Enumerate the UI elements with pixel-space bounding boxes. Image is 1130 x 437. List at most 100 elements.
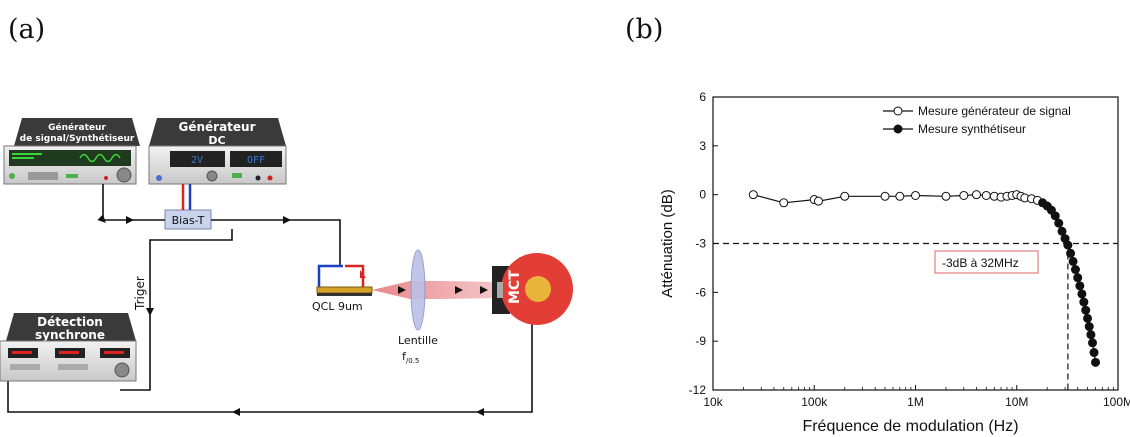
dc-generator-top [149,118,286,146]
data-point-filled [1089,348,1099,358]
data-point-filled [1077,289,1087,299]
qcl: QCL 9um [312,264,373,313]
arrow-icon [126,216,134,224]
knob-icon [114,362,130,378]
legend-marker [893,124,903,134]
status-led [232,173,242,178]
knob-icon [206,170,218,182]
arrow-icon [398,286,406,294]
output-jack-icon [104,176,108,180]
legend-marker [893,106,903,116]
legend-label: Mesure générateur de signal [918,104,1071,118]
data-point-open [880,191,890,201]
x-tick-label: 10M [1005,395,1028,409]
wire-generator-to-bias-t [97,184,165,223]
data-point-filled [1054,218,1064,228]
terminal-icon [255,175,261,181]
lock-in-digits [12,351,32,354]
y-tick-label: -9 [695,334,706,348]
power-led-icon [9,173,15,179]
reference-lines [713,242,1118,390]
annotation-border [934,250,1039,274]
data-point-filled [1091,357,1101,367]
data-point-open [779,198,789,208]
lens-f-letter: f [402,350,407,363]
data-point-filled [1068,256,1078,266]
dc-generator: Générateur DC 2V OFF [148,118,287,185]
y-tick-label: -3 [695,237,706,251]
lens-label: Lentille [398,334,438,347]
data-point-open [959,190,969,200]
data-point-filled [1079,297,1089,307]
lock-in-title-line1: Détection [37,315,103,329]
signal-generator-title-line2: de signal/Synthétiseur [20,133,135,144]
x-axis-label: Fréquence de modulation (Hz) [802,418,1018,435]
legend-label: Mesure synthétiseur [918,122,1026,136]
signal-generator: Générateur de signal/Synthétiseur [3,118,140,185]
knob-icon [116,167,132,183]
dc-display-left: 2V [191,155,203,166]
data-point-filled [1086,330,1096,340]
series-lines [753,194,1097,363]
data-point-open [911,190,920,200]
keypad [10,364,40,370]
laser-beam [372,281,498,299]
y-tick-label: 0 [699,188,706,202]
panel-b-label: (b) [625,14,663,45]
series-line [753,194,1097,363]
signal-generator-title-line1: Générateur [48,122,106,133]
mct-detector: MCT [492,253,573,325]
qcl-label: QCL 9um [312,300,363,313]
status-led [66,174,78,178]
data-point-filled [1088,338,1098,348]
detector-label: MCT [507,270,523,304]
annotation-box: -3dB à 32MHz [934,250,1039,274]
arrow-icon [146,308,154,316]
x-tick-label: 1M [907,395,924,409]
y-tick-label: 6 [699,90,706,104]
data-point-filled [1075,281,1085,291]
data-point-open [971,190,981,200]
wire-trigger [120,229,233,391]
dc-display-right-panel [230,151,282,167]
bias-t-label: Bias-T [172,214,205,227]
wire-bias-t-to-qcl [211,219,341,265]
lens-shape [410,249,426,331]
y-tick-label: -6 [695,285,706,299]
panel-a-label: (a) [8,14,45,45]
detector-element [525,276,551,302]
data-point-open [895,191,905,201]
data-point-filled [1066,248,1076,258]
lens: Lentille f/0.5 [398,249,438,365]
wire-detector-return [7,320,533,413]
data-point-open [981,190,991,200]
qcl-lead-red [345,264,365,287]
arrow-icon [455,286,463,294]
trigger-label: Triger [133,276,147,311]
dc-generator-title-line1: Générateur [178,120,255,134]
data-point-open [941,191,951,201]
data-point-filled [1050,211,1060,221]
bias-t: Bias-T [164,209,212,230]
lock-in-amplifier: Détection synchrone [0,313,137,382]
arrow-icon [232,408,240,416]
data-point-open [813,196,823,206]
lens-f-subscript: /0.5 [406,357,420,365]
signal-generator-top [14,118,140,146]
terminal-icon [267,175,273,181]
lock-in-digits [104,351,124,354]
screen-text-line [12,153,42,155]
data-point-filled [1063,240,1073,250]
data-point-filled [1084,322,1094,332]
data-point-filled [1083,313,1093,323]
x-tick-label: 100k [801,395,828,409]
dc-display-right: OFF [247,155,265,166]
x-tick-label: 100M [1103,395,1130,409]
power-led-icon [156,175,162,181]
y-tick-label: 3 [699,139,706,153]
